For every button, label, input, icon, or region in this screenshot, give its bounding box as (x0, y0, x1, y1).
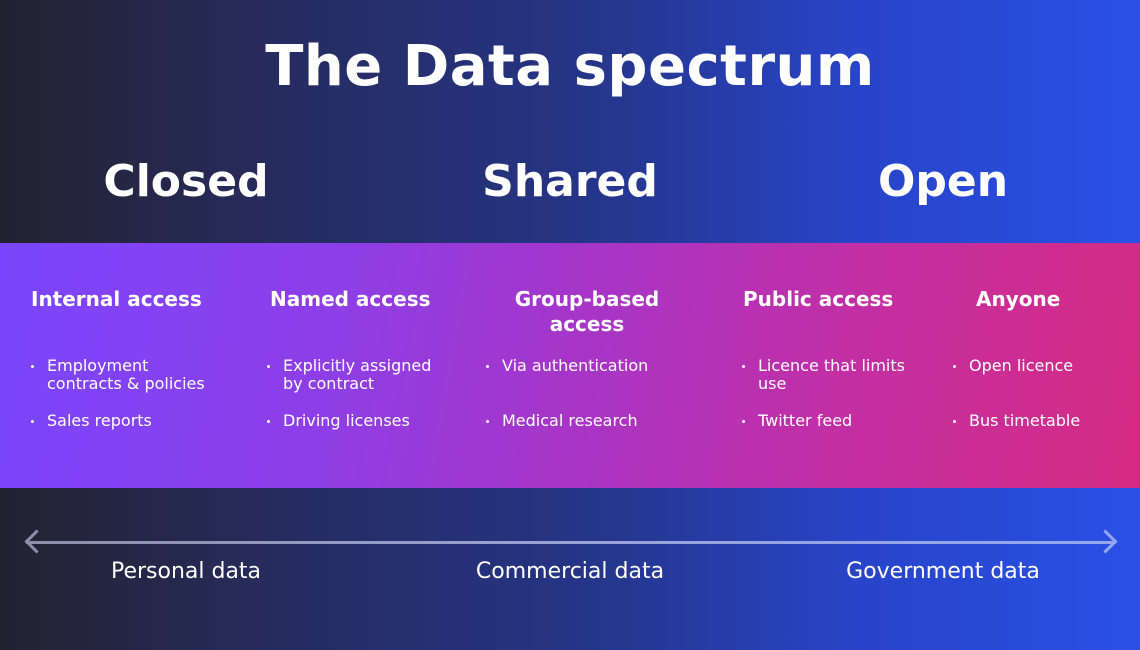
list-item: Driving licenses (267, 412, 410, 430)
axis-label-commercial-data: Commercial data (475, 559, 665, 584)
axis-label-government-data: Government data (846, 559, 1040, 584)
spectrum-axis-line (26, 541, 1116, 544)
list-item: Medical research (486, 412, 638, 430)
list-item: Bus timetable (953, 412, 1080, 430)
arrow-right-icon (1093, 529, 1118, 554)
list-item: Sales reports (31, 412, 152, 430)
axis-label-personal-data: Personal data (110, 559, 262, 584)
list-item: Twitter feed (742, 412, 852, 430)
category-open: Open (877, 156, 1009, 207)
arrow-left-icon (24, 529, 49, 554)
category-closed: Closed (103, 156, 269, 207)
list-item: Via authentication (486, 357, 648, 375)
list-item: Open licence (953, 357, 1073, 375)
category-shared: Shared (482, 156, 658, 207)
column-heading: Public access (743, 287, 894, 311)
column-heading: Internal access (31, 287, 202, 311)
column-heading: Named access (270, 287, 431, 311)
page-title: The Data spectrum (265, 34, 875, 99)
column-heading: Anyone (976, 287, 1061, 311)
